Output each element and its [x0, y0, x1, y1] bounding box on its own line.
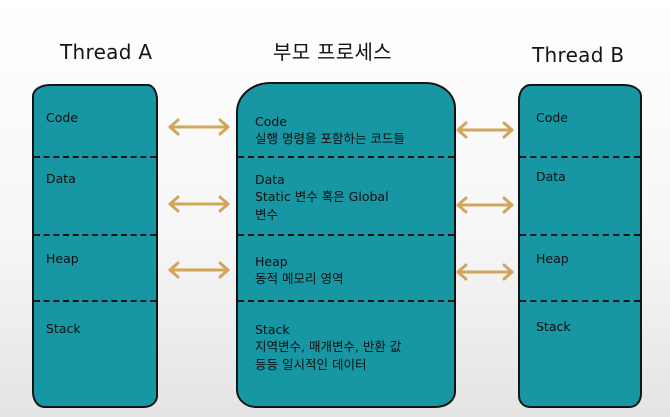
arrow-a-data [168, 195, 230, 213]
section-divider [34, 156, 156, 158]
section-divider [520, 156, 640, 158]
arrow-b-code [456, 121, 514, 139]
section-divider [34, 300, 156, 302]
section-divider [238, 234, 454, 236]
thread-b-title: Thread B [532, 43, 625, 67]
thread-b-stack-label: Stack [536, 319, 571, 334]
thread-a-title: Thread A [60, 40, 153, 64]
section-divider [238, 300, 454, 302]
parent-heap-label: Heap [255, 254, 288, 269]
section-divider [520, 234, 640, 236]
section-divider [34, 234, 156, 236]
thread-b-heap-label: Heap [536, 251, 569, 266]
parent-code-desc: 실행 명령을 포함하는 코드들 [255, 131, 405, 146]
parent-stack-label: Stack [255, 322, 290, 337]
thread-a-heap-label: Heap [46, 251, 79, 266]
parent-code-label: Code [255, 114, 288, 129]
section-divider [520, 300, 640, 302]
thread-b-block: Code Data Heap Stack [518, 84, 642, 408]
thread-a-stack-label: Stack [46, 321, 81, 336]
thread-a-code-label: Code [46, 110, 79, 125]
arrow-b-heap [456, 263, 514, 281]
parent-data-label: Data [255, 172, 285, 187]
thread-a-block: Code Data Heap Stack [32, 84, 158, 408]
parent-data-desc: Static 변수 혹은 Global 변수 [255, 189, 389, 223]
parent-heap-desc: 동적 메모리 영역 [255, 271, 344, 286]
thread-b-code-label: Code [536, 110, 569, 125]
section-divider [238, 156, 454, 158]
parent-stack-desc: 지역변수, 매개변수, 반환 값 등등 일시적인 데이터 [255, 339, 402, 373]
arrow-a-heap [168, 261, 230, 279]
thread-a-data-label: Data [46, 171, 76, 186]
parent-process-title: 부모 프로세스 [273, 40, 392, 64]
parent-process-block: Code 실행 명령을 포함하는 코드들 Data Static 변수 혹은 G… [236, 82, 456, 408]
arrow-a-code [168, 118, 230, 136]
arrow-b-data [456, 196, 514, 214]
thread-b-data-label: Data [536, 169, 566, 184]
